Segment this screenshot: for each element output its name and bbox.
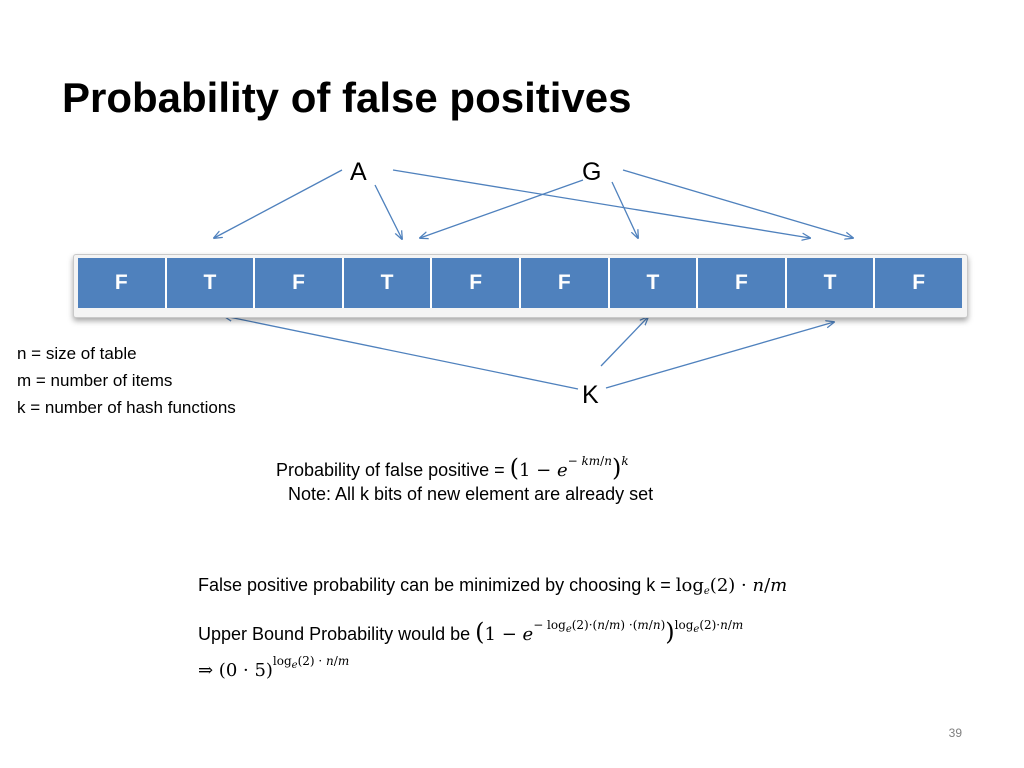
arrow-g-to-cell-4 xyxy=(420,179,584,238)
bit-table: F T F T F F T F T F xyxy=(78,258,962,308)
legend-table-size: n = size of table xyxy=(17,344,137,363)
bit-cell: F xyxy=(698,258,785,308)
upper-bound-line: Upper Bound Probability would be (1 − e−… xyxy=(198,612,743,648)
upper-bound-expression: (1 − e− loge(2)·(n/m) ·(m/n))loge(2)·n/m xyxy=(475,618,744,646)
false-positive-formula: Probability of false positive = (1 − e− … xyxy=(276,448,629,484)
optimal-k-label: False positive probability can be minimi… xyxy=(198,575,676,595)
arrow-k-to-cell-9 xyxy=(605,322,834,389)
arrow-g-to-cell-7 xyxy=(611,181,638,238)
page-number: 39 xyxy=(948,726,962,740)
bit-cell: F xyxy=(255,258,342,308)
arrow-a-to-cell-4 xyxy=(374,184,402,239)
arrow-a-to-cell-2 xyxy=(214,169,343,238)
arrow-k-to-cell-2 xyxy=(224,316,579,390)
bit-cell: T xyxy=(609,258,697,308)
element-k-label: K xyxy=(582,381,599,409)
arrow-g-to-cell-9 xyxy=(622,169,853,238)
arrow-a-to-cell-9 xyxy=(392,169,810,238)
element-g-label: G xyxy=(582,158,602,186)
bit-cell: T xyxy=(343,258,431,308)
bit-cell: F xyxy=(78,258,165,308)
legend-item-count: m = number of items xyxy=(17,371,173,390)
bit-cell: T xyxy=(786,258,874,308)
optimal-k-expression: loge(2) · n/m xyxy=(675,575,788,597)
implies-result: ⇒ (0 · 5)loge(2) · n/m xyxy=(198,654,350,681)
bit-cell: F xyxy=(432,258,519,308)
element-a-label: A xyxy=(350,158,367,186)
bit-cell: T xyxy=(166,258,254,308)
false-positive-note: Note: All k bits of new element are alre… xyxy=(288,484,654,504)
bit-cell: F xyxy=(520,258,608,308)
slide-title: Probability of false positives xyxy=(62,74,632,121)
arrow-k-to-cell-7 xyxy=(600,317,648,367)
false-positive-label: Probability of false positive = xyxy=(276,460,510,480)
false-positive-expression: (1 − e− km/n)k xyxy=(509,454,629,482)
bit-cell: F xyxy=(875,258,962,308)
optimal-k-line: False positive probability can be minimi… xyxy=(198,572,787,605)
upper-bound-label: Upper Bound Probability would be xyxy=(198,624,476,644)
legend-hash-count: k = number of hash functions xyxy=(17,398,236,417)
